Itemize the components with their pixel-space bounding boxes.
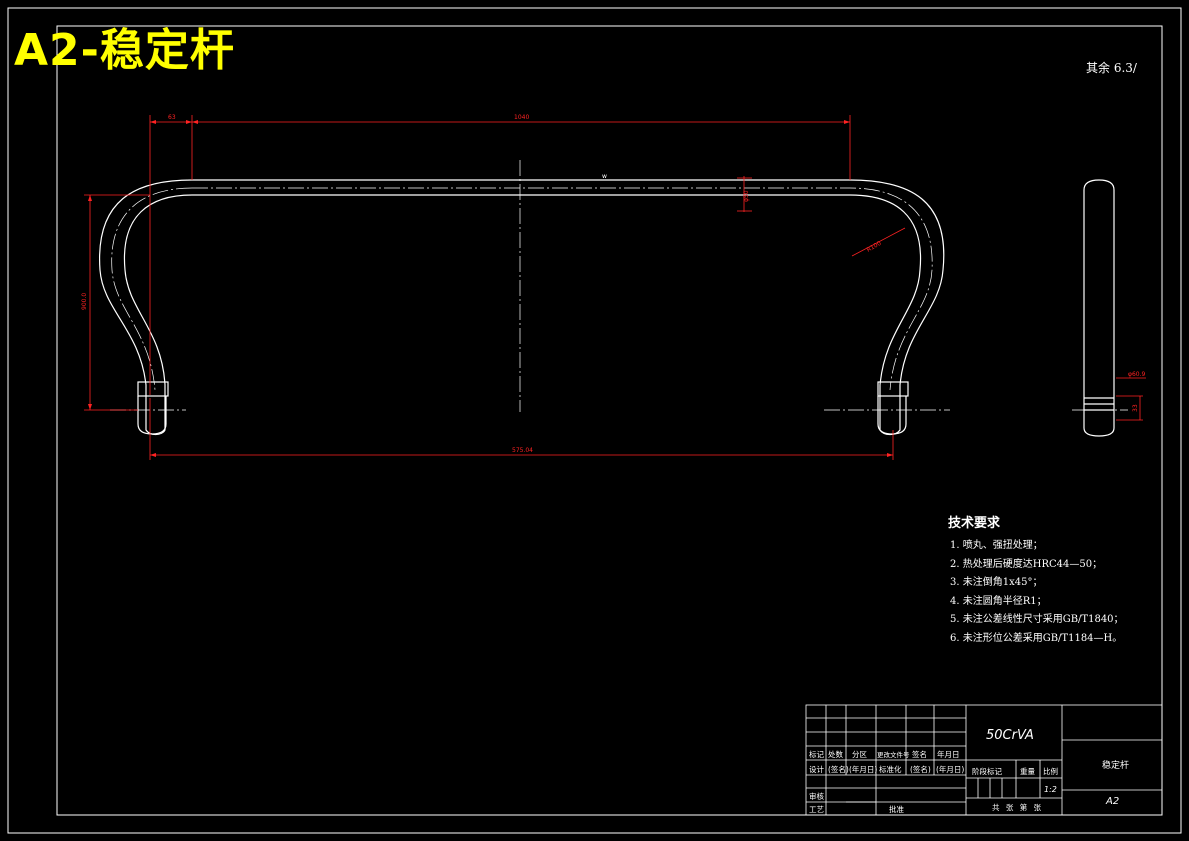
- dim-end-hole: φ60.9: [1128, 371, 1146, 378]
- dimension-arrows: [88, 120, 893, 457]
- tech-requirement-item: 4. 未注圆角半径R1；: [950, 595, 1047, 607]
- tb-header-count: 处数: [828, 750, 843, 759]
- tb-header-sign: 签名: [912, 750, 927, 759]
- tb-design-date: (年月日): [849, 765, 878, 774]
- inner-border: [56, 25, 1163, 816]
- dim-tube-dia: φ50: [743, 190, 750, 202]
- tb-header-mark: 标记: [809, 750, 824, 759]
- dim-left-offset: 63: [168, 114, 176, 121]
- drawing-title: A2-稳定杆: [14, 25, 235, 76]
- dim-total-length: 575.04: [512, 447, 533, 454]
- tb-review: 审核: [809, 792, 824, 801]
- tb-scale: 1:2: [1044, 785, 1057, 794]
- tb-scale-label: 比例: [1043, 767, 1058, 776]
- tech-requirements-list: 1. 喷丸、强扭处理； 2. 热处理后硬度达HRC44—50； 3. 未注倒角1…: [946, 537, 1124, 648]
- bar-contour: [99, 179, 945, 436]
- dim-bend-radius: R100: [866, 240, 883, 254]
- tb-design: 设计: [809, 765, 824, 774]
- tb-stage: 阶段标记: [972, 767, 1002, 776]
- tb-standard-date: (年月日): [936, 765, 965, 774]
- tb-material: 50CrVA: [986, 728, 1034, 743]
- tb-weight: 重量: [1020, 767, 1035, 776]
- tb-part-name: 稳定杆: [1102, 761, 1130, 771]
- left-eye: [137, 396, 167, 435]
- left-eye-collar: [137, 381, 169, 397]
- tb-standard-sign: (签名): [910, 765, 931, 774]
- tb-standard: 标准化: [879, 765, 902, 774]
- tb-process: 工艺: [809, 805, 824, 814]
- center-mark: w: [602, 173, 607, 180]
- dim-top-length: 1040: [514, 114, 529, 121]
- tb-design-sign: (签名): [828, 765, 849, 774]
- tb-header-change: 更改文件号: [877, 751, 910, 759]
- title-block-grid: [805, 704, 1163, 816]
- side-view: [1083, 179, 1115, 437]
- stabilizer-bar-view: [99, 179, 945, 436]
- center-lines: [110, 160, 1128, 412]
- tech-requirement-item: 3. 未注倒角1x45°；: [950, 577, 1043, 588]
- dim-end-width: 33: [1132, 404, 1139, 412]
- outer-border: [7, 7, 1182, 834]
- tech-requirement-item: 5. 未注公差线性尺寸采用GB/T1840；: [950, 614, 1124, 625]
- dimension-texts: 63 1040 575.04 900.0 φ50 R100 φ60.9 33: [81, 114, 1146, 454]
- tb-sheets: 共 张 第 张: [992, 803, 1044, 812]
- roughness-note: 其余 6.3/: [1086, 61, 1137, 75]
- tb-approve: 批准: [889, 805, 904, 814]
- tech-requirement-item: 2. 热处理后硬度达HRC44—50；: [950, 558, 1103, 570]
- tb-header-zone: 分区: [852, 750, 867, 759]
- tb-header-date: 年月日: [937, 750, 960, 759]
- dim-height: 900.0: [81, 293, 88, 310]
- tech-requirement-item: 6. 未注形位公差采用GB/T1184—H。: [950, 632, 1123, 644]
- dimension-lines: [84, 115, 1146, 460]
- tech-requirements-heading: 技术要求: [948, 516, 1001, 531]
- right-eye: [877, 396, 907, 435]
- tb-drawing-no: A2: [1106, 796, 1120, 807]
- tech-requirement-item: 1. 喷丸、强扭处理；: [950, 540, 1043, 551]
- tech-requirements: 技术要求 1. 喷丸、强扭处理； 2. 热处理后硬度达HRC44—50； 3. …: [946, 512, 1124, 648]
- right-eye-collar: [877, 381, 909, 397]
